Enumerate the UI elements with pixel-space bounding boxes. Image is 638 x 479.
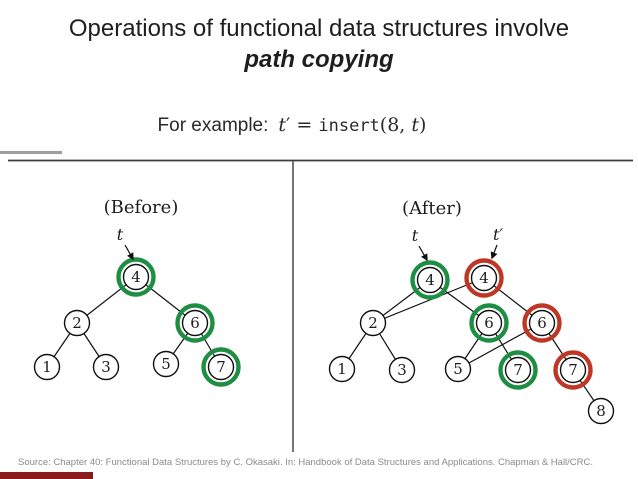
formula-t: t [278, 114, 287, 136]
tree-node-label: 2 [72, 314, 82, 332]
tree-node-label: 1 [42, 358, 52, 376]
tree-node-label: 4 [479, 269, 489, 287]
source-citation: Source: Chapter 40: Functional Data Stru… [18, 457, 594, 468]
pointer-label: t′ [493, 225, 503, 244]
tree-node [92, 353, 120, 381]
tree-node [152, 350, 180, 378]
tree-node [207, 353, 235, 381]
tree-node [359, 309, 387, 337]
formula-args-t: t [411, 114, 420, 136]
slide-title: Operations of functional data structures… [0, 13, 638, 75]
tree-node-label: 8 [596, 402, 606, 420]
tree-node [559, 356, 587, 384]
formula-prime: ′ [286, 114, 291, 136]
tree-node [388, 356, 416, 384]
tree-node-ring-green [410, 260, 450, 300]
tree-node [328, 355, 356, 383]
pointer-arrow [124, 244, 134, 261]
tree-node-label: 6 [537, 314, 547, 332]
tree-node-label: 4 [131, 268, 141, 286]
tree-node-label: 7 [568, 361, 578, 379]
tree-node [475, 309, 503, 337]
formula-args-open: (8, [379, 114, 412, 136]
pointer-arrow [418, 245, 428, 262]
pointer-arrow [490, 244, 498, 260]
tree-node [444, 355, 472, 383]
slide-title-line2: path copying [244, 46, 394, 73]
tree-node-label: 3 [397, 361, 407, 379]
tree-node-label: 6 [190, 314, 200, 332]
tree-node-ring-green [201, 347, 241, 387]
tree-node-ring-green [469, 303, 509, 343]
tree-node [122, 263, 150, 291]
footer-accent-bar [0, 472, 93, 479]
tree-node [63, 309, 91, 337]
tree-node-ring-green [498, 350, 538, 390]
example-line: For example:t′ = insert(8, t) [0, 114, 584, 137]
tree-node-label: 7 [216, 358, 226, 376]
tree-node-label: 1 [337, 360, 347, 378]
tree-node-label: 5 [453, 360, 463, 378]
formula-insert: insert [318, 116, 380, 136]
slide-title-line1: Operations of functional data structures… [68, 15, 570, 42]
tree-node [470, 264, 498, 292]
tree-node-ring-green [116, 257, 156, 297]
tree-node-ring-red [464, 258, 504, 298]
example-formula: t′ = insert(8, t) [278, 114, 426, 136]
tree-node-label: 2 [368, 314, 378, 332]
tree-edge [372, 277, 485, 324]
tree-node-label: 5 [161, 355, 171, 373]
tree-node [528, 309, 556, 337]
tree-caption-after: (After) [402, 198, 462, 219]
tree-node [416, 266, 444, 294]
tree-node-ring-green [175, 303, 215, 343]
tree-node-label: 3 [101, 358, 111, 376]
tree-after: 4 4 2 6 6 1 3 5 7 7 8 (After) t t′ [328, 198, 615, 425]
tree-node [33, 353, 61, 381]
tree-node-ring-red [522, 303, 562, 343]
tree-node-label: 4 [425, 271, 435, 289]
tree-node-label: 7 [513, 361, 523, 379]
example-label: For example: [157, 115, 269, 136]
formula-args-close: ) [419, 114, 427, 136]
tree-node [587, 397, 615, 425]
pointer-label: t [412, 226, 419, 245]
tree-node-label: 6 [484, 314, 494, 332]
tree-node-ring-red [553, 350, 593, 390]
tree-before: 4 2 6 1 3 5 7 (Before) t [33, 197, 241, 387]
tree-node [504, 356, 532, 384]
formula-equals: = [290, 114, 319, 136]
tree-caption-before: (Before) [104, 197, 179, 218]
pointer-label: t [117, 225, 124, 244]
tree-node [181, 309, 209, 337]
